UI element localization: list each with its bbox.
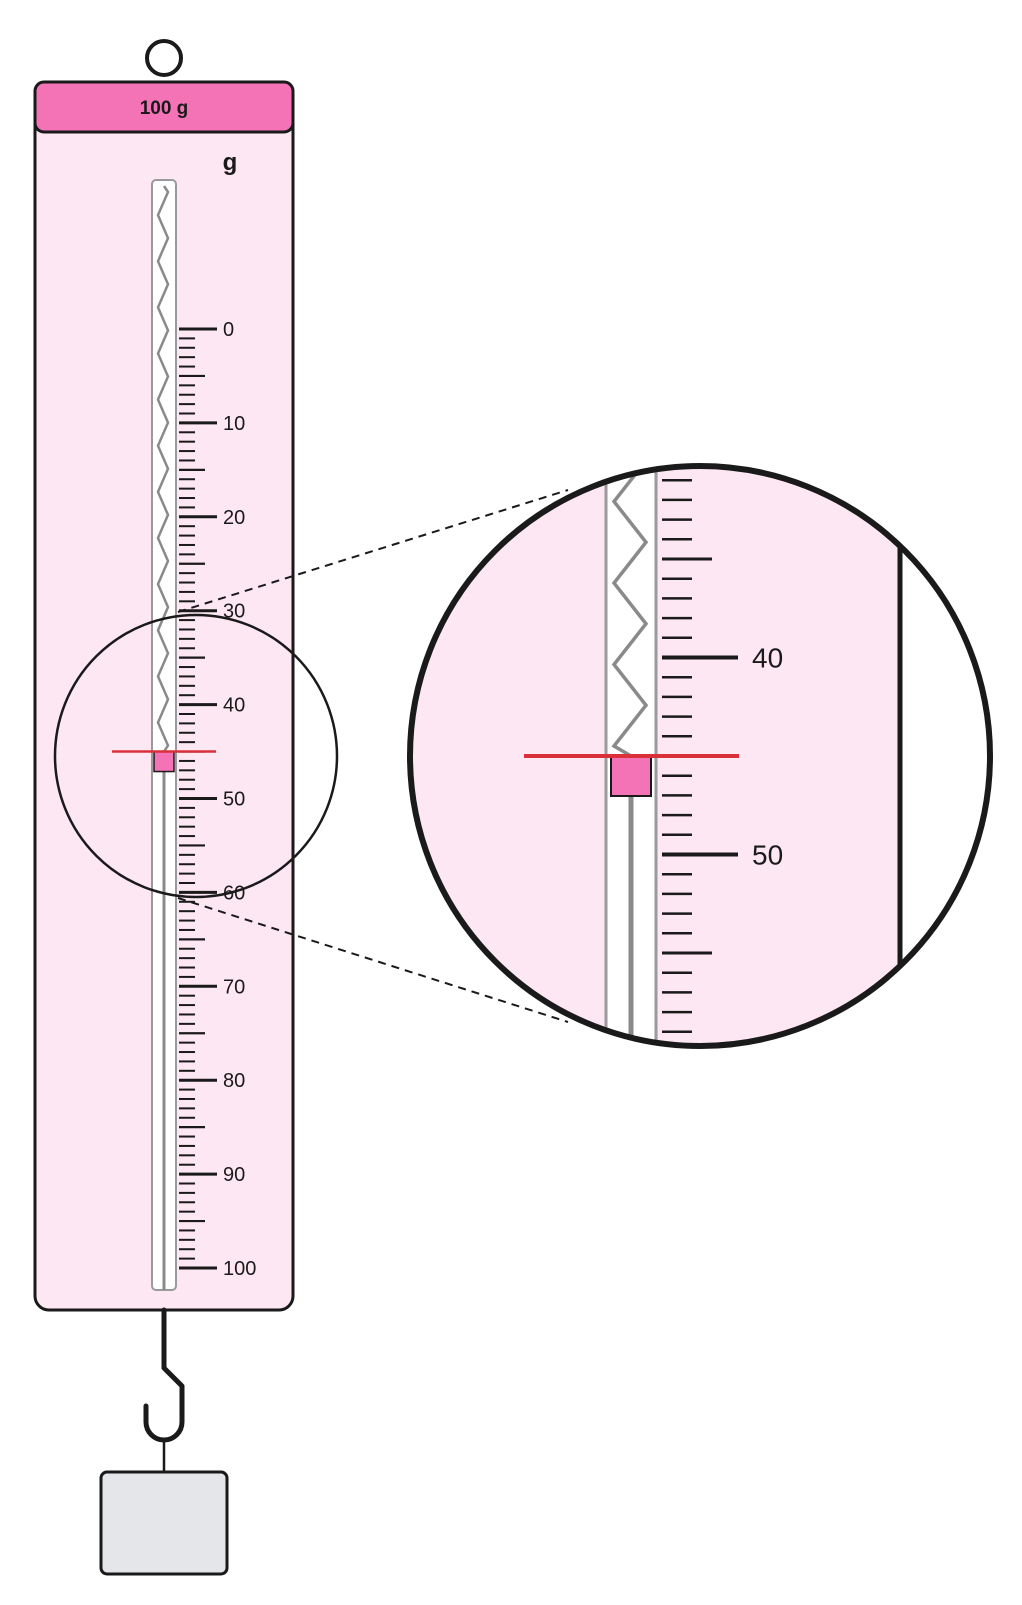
spring-coil [156, 185, 170, 753]
unit-label: g [223, 149, 238, 176]
scale-label: 40 [223, 695, 245, 717]
magnified-scale-label: 50 [752, 840, 783, 871]
pointer-block [153, 750, 175, 773]
magnified-pointer-block [610, 755, 652, 797]
magnified-spring-coil [611, 466, 649, 758]
magnified-tube [606, 466, 656, 1046]
scale-label: 20 [223, 507, 245, 529]
magnified-scale-ticks [662, 478, 738, 1034]
scale-label: 80 [223, 1070, 245, 1092]
hook-icon [143, 1307, 185, 1443]
magnified-pointer [610, 755, 652, 797]
scale-label: 60 [223, 882, 245, 904]
zoom-connector-top [177, 489, 569, 613]
main-scale-labels: 0 10 20 30 40 50 60 70 80 90 100 [223, 319, 256, 1280]
scale-label: 50 [223, 789, 245, 811]
scale-label: 100 [223, 1258, 256, 1280]
pointer [153, 750, 175, 773]
magnified-spring [611, 466, 649, 758]
zoom-region-circle [53, 613, 339, 899]
spring [156, 185, 170, 753]
main-scale-ticks [179, 327, 217, 1270]
hanging-ring-icon [145, 39, 183, 77]
scale-cap [33, 80, 295, 134]
zoom-connector-bottom [177, 897, 569, 1023]
magnified-scale-label: 40 [752, 643, 783, 674]
scale-label: 10 [223, 413, 245, 435]
weight-block-icon [99, 1470, 229, 1576]
scale-label: 30 [223, 601, 245, 623]
scale-label: 0 [223, 319, 234, 341]
scale-label: 70 [223, 976, 245, 998]
scale-label: 90 [223, 1164, 245, 1186]
magnifier-rim [407, 463, 993, 1049]
capacity-label: 100 g [140, 98, 189, 119]
magnified-body [410, 466, 900, 1046]
